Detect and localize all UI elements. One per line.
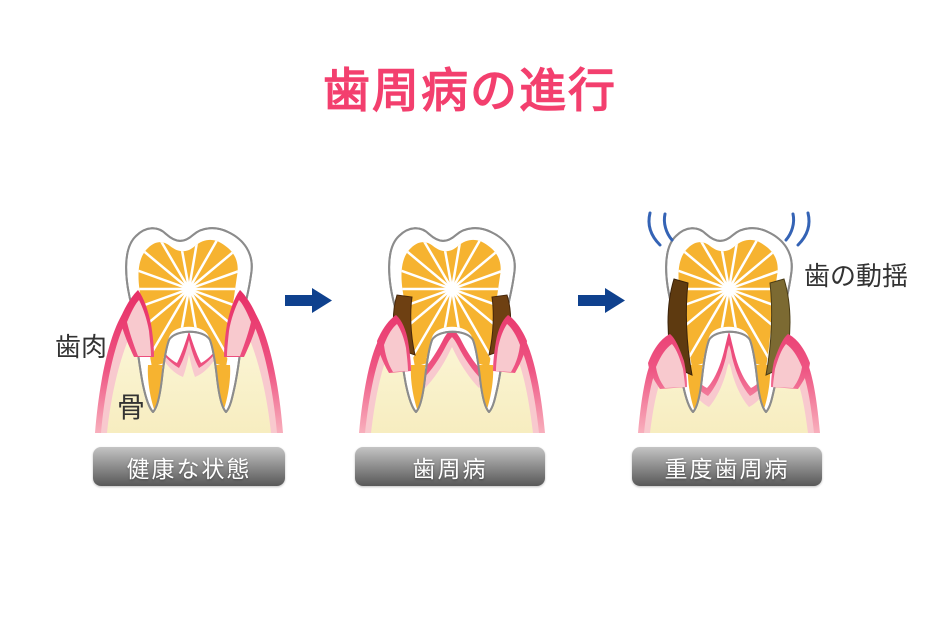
bone-annotation: 骨	[117, 392, 146, 423]
stage-label-severe: 重度歯周病	[632, 447, 822, 486]
gum-front-mounds	[648, 334, 810, 389]
tooth-mobility-annotation: 歯の動揺	[804, 261, 909, 291]
bone-shape	[650, 358, 808, 433]
vibration-marks-icon	[647, 211, 811, 247]
progress-arrow-icon	[578, 288, 625, 313]
stage-label-healthy: 健康な状態	[93, 447, 285, 486]
stage-label-periodontitis: 歯周病	[355, 447, 545, 486]
progress-arrow-icon	[285, 288, 332, 313]
tooth-illustration-healthy	[92, 207, 292, 433]
tooth-illustration-periodontitis	[355, 207, 555, 433]
page-title: 歯周病の進行	[323, 64, 617, 117]
gum-annotation: 歯肉	[55, 332, 108, 362]
gum-front-spikes	[120, 290, 258, 357]
tooth-illustration-severe	[632, 207, 832, 433]
gum-front-mounds	[377, 315, 527, 373]
